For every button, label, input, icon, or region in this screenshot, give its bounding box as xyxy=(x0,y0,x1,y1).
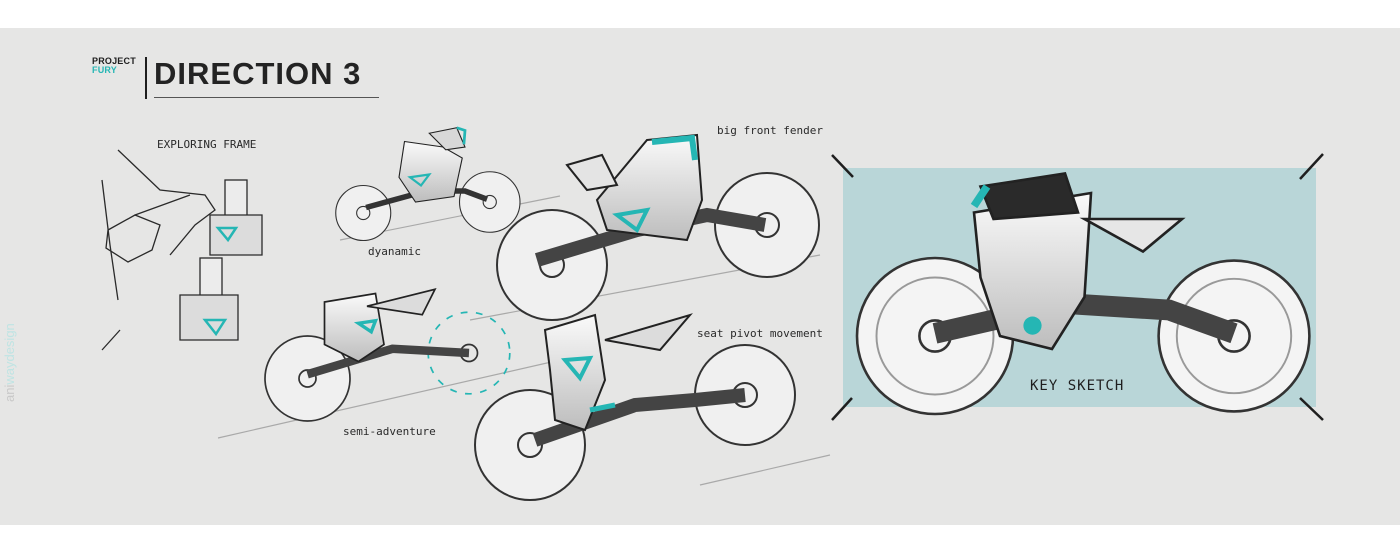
project-brand: PROJECT FURY xyxy=(92,57,136,75)
brand-project-label: PROJECT xyxy=(92,56,136,66)
bike-sketch-semi-adventure xyxy=(264,287,511,422)
page-title: DIRECTION 3 xyxy=(154,56,362,91)
title-underline xyxy=(154,97,379,98)
brand-fury-label: FURY xyxy=(92,65,117,75)
watermark-prefix: ani xyxy=(2,384,17,402)
watermark: aniwaydesign xyxy=(2,323,17,402)
note-semi-adventure: semi-adventure xyxy=(343,425,436,438)
panel-corner-marks xyxy=(831,153,1324,421)
frame-exploration-sketches xyxy=(101,149,263,351)
watermark-highlight: waydesign xyxy=(2,323,17,385)
note-seat-pivot: seat pivot movement xyxy=(697,327,823,340)
title-divider xyxy=(145,57,147,99)
note-exploring-frame: EXPLORING FRAME xyxy=(157,138,257,151)
note-key-sketch: KEY SKETCH xyxy=(1030,378,1125,394)
note-dynamic: dyanamic xyxy=(368,245,421,258)
bike-sketch-key xyxy=(855,172,1311,416)
note-big-front-fender: big front fender xyxy=(717,124,823,137)
bike-sketch-seat-pivot xyxy=(474,313,796,501)
bike-sketch-dynamic xyxy=(335,126,521,242)
bike-sketch-big-front-fender xyxy=(496,133,820,321)
